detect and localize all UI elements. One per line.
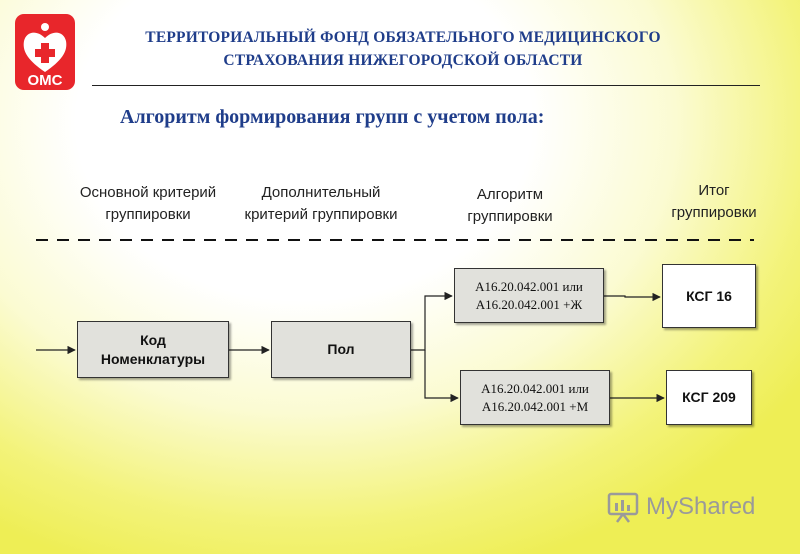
box-text: Пол: [327, 341, 355, 357]
column-header-line: группировки: [105, 206, 191, 223]
column-header-main-criterion: Основной критерий группировки: [58, 182, 238, 226]
dashed-separator: [36, 239, 754, 241]
header-title: ТЕРРИТОРИАЛЬНЫЙ ФОНД ОБЯЗАТЕЛЬНОГО МЕДИЦ…: [88, 26, 718, 72]
column-header-line: группировки: [467, 208, 553, 225]
column-header-line: Дополнительный: [261, 184, 381, 201]
box-text: А16.20.042.001 +Ж: [475, 296, 583, 312]
slide-title: Алгоритм формирования групп с учетом пол…: [120, 106, 545, 128]
ksg16-box: КСГ 16: [662, 264, 756, 328]
box-text: КСГ 209: [682, 389, 736, 405]
nomenclature-code-box: Код Номенклатуры: [77, 321, 229, 378]
box-text: КСГ 16: [686, 287, 732, 304]
column-header-result: Итог группировки: [648, 180, 780, 224]
box-text: А16.20.042.001 или: [481, 380, 589, 396]
ksg209-box: КСГ 209: [666, 370, 752, 425]
box-text: Код: [140, 331, 166, 348]
box-text: А16.20.042.001 или: [475, 278, 583, 294]
column-header-line: Основной критерий: [79, 184, 217, 201]
column-header-additional-criterion: Дополнительный критерий группировки: [226, 182, 416, 226]
column-header-line: критерий группировки: [244, 206, 398, 223]
presentation-icon: [607, 492, 639, 523]
algorithm-female-box: А16.20.042.001 или А16.20.042.001 +Ж: [454, 268, 604, 323]
algorithm-male-box: А16.20.042.001 или А16.20.042.001 +М: [460, 370, 610, 425]
column-header-algorithm: Алгоритм группировки: [440, 184, 580, 228]
header-title-line1: ТЕРРИТОРИАЛЬНЫЙ ФОНД ОБЯЗАТЕЛЬНОГО МЕДИЦ…: [145, 29, 661, 46]
watermark: MyShared: [606, 490, 755, 524]
column-header-line: Итог: [698, 182, 730, 199]
sex-to-female-arrow: [411, 291, 453, 351]
logo-text: ОМС: [28, 72, 63, 89]
watermark-text: MyShared: [646, 493, 756, 520]
box-text: Номенклатуры: [100, 350, 206, 367]
box-text: А16.20.042.001 +М: [481, 398, 589, 414]
header-title-line2: СТРАХОВАНИЯ НИЖЕГОРОДСКОЙ ОБЛАСТИ: [223, 52, 583, 69]
omc-logo: ОМС: [15, 14, 75, 90]
column-header-line: Алгоритм: [476, 186, 544, 203]
sex-to-male-arrow: [424, 350, 459, 403]
sex-box: Пол: [271, 321, 411, 378]
column-header-line: группировки: [671, 204, 757, 221]
female-to-ksg16-arrow: [604, 292, 661, 302]
header-divider: [92, 85, 760, 86]
